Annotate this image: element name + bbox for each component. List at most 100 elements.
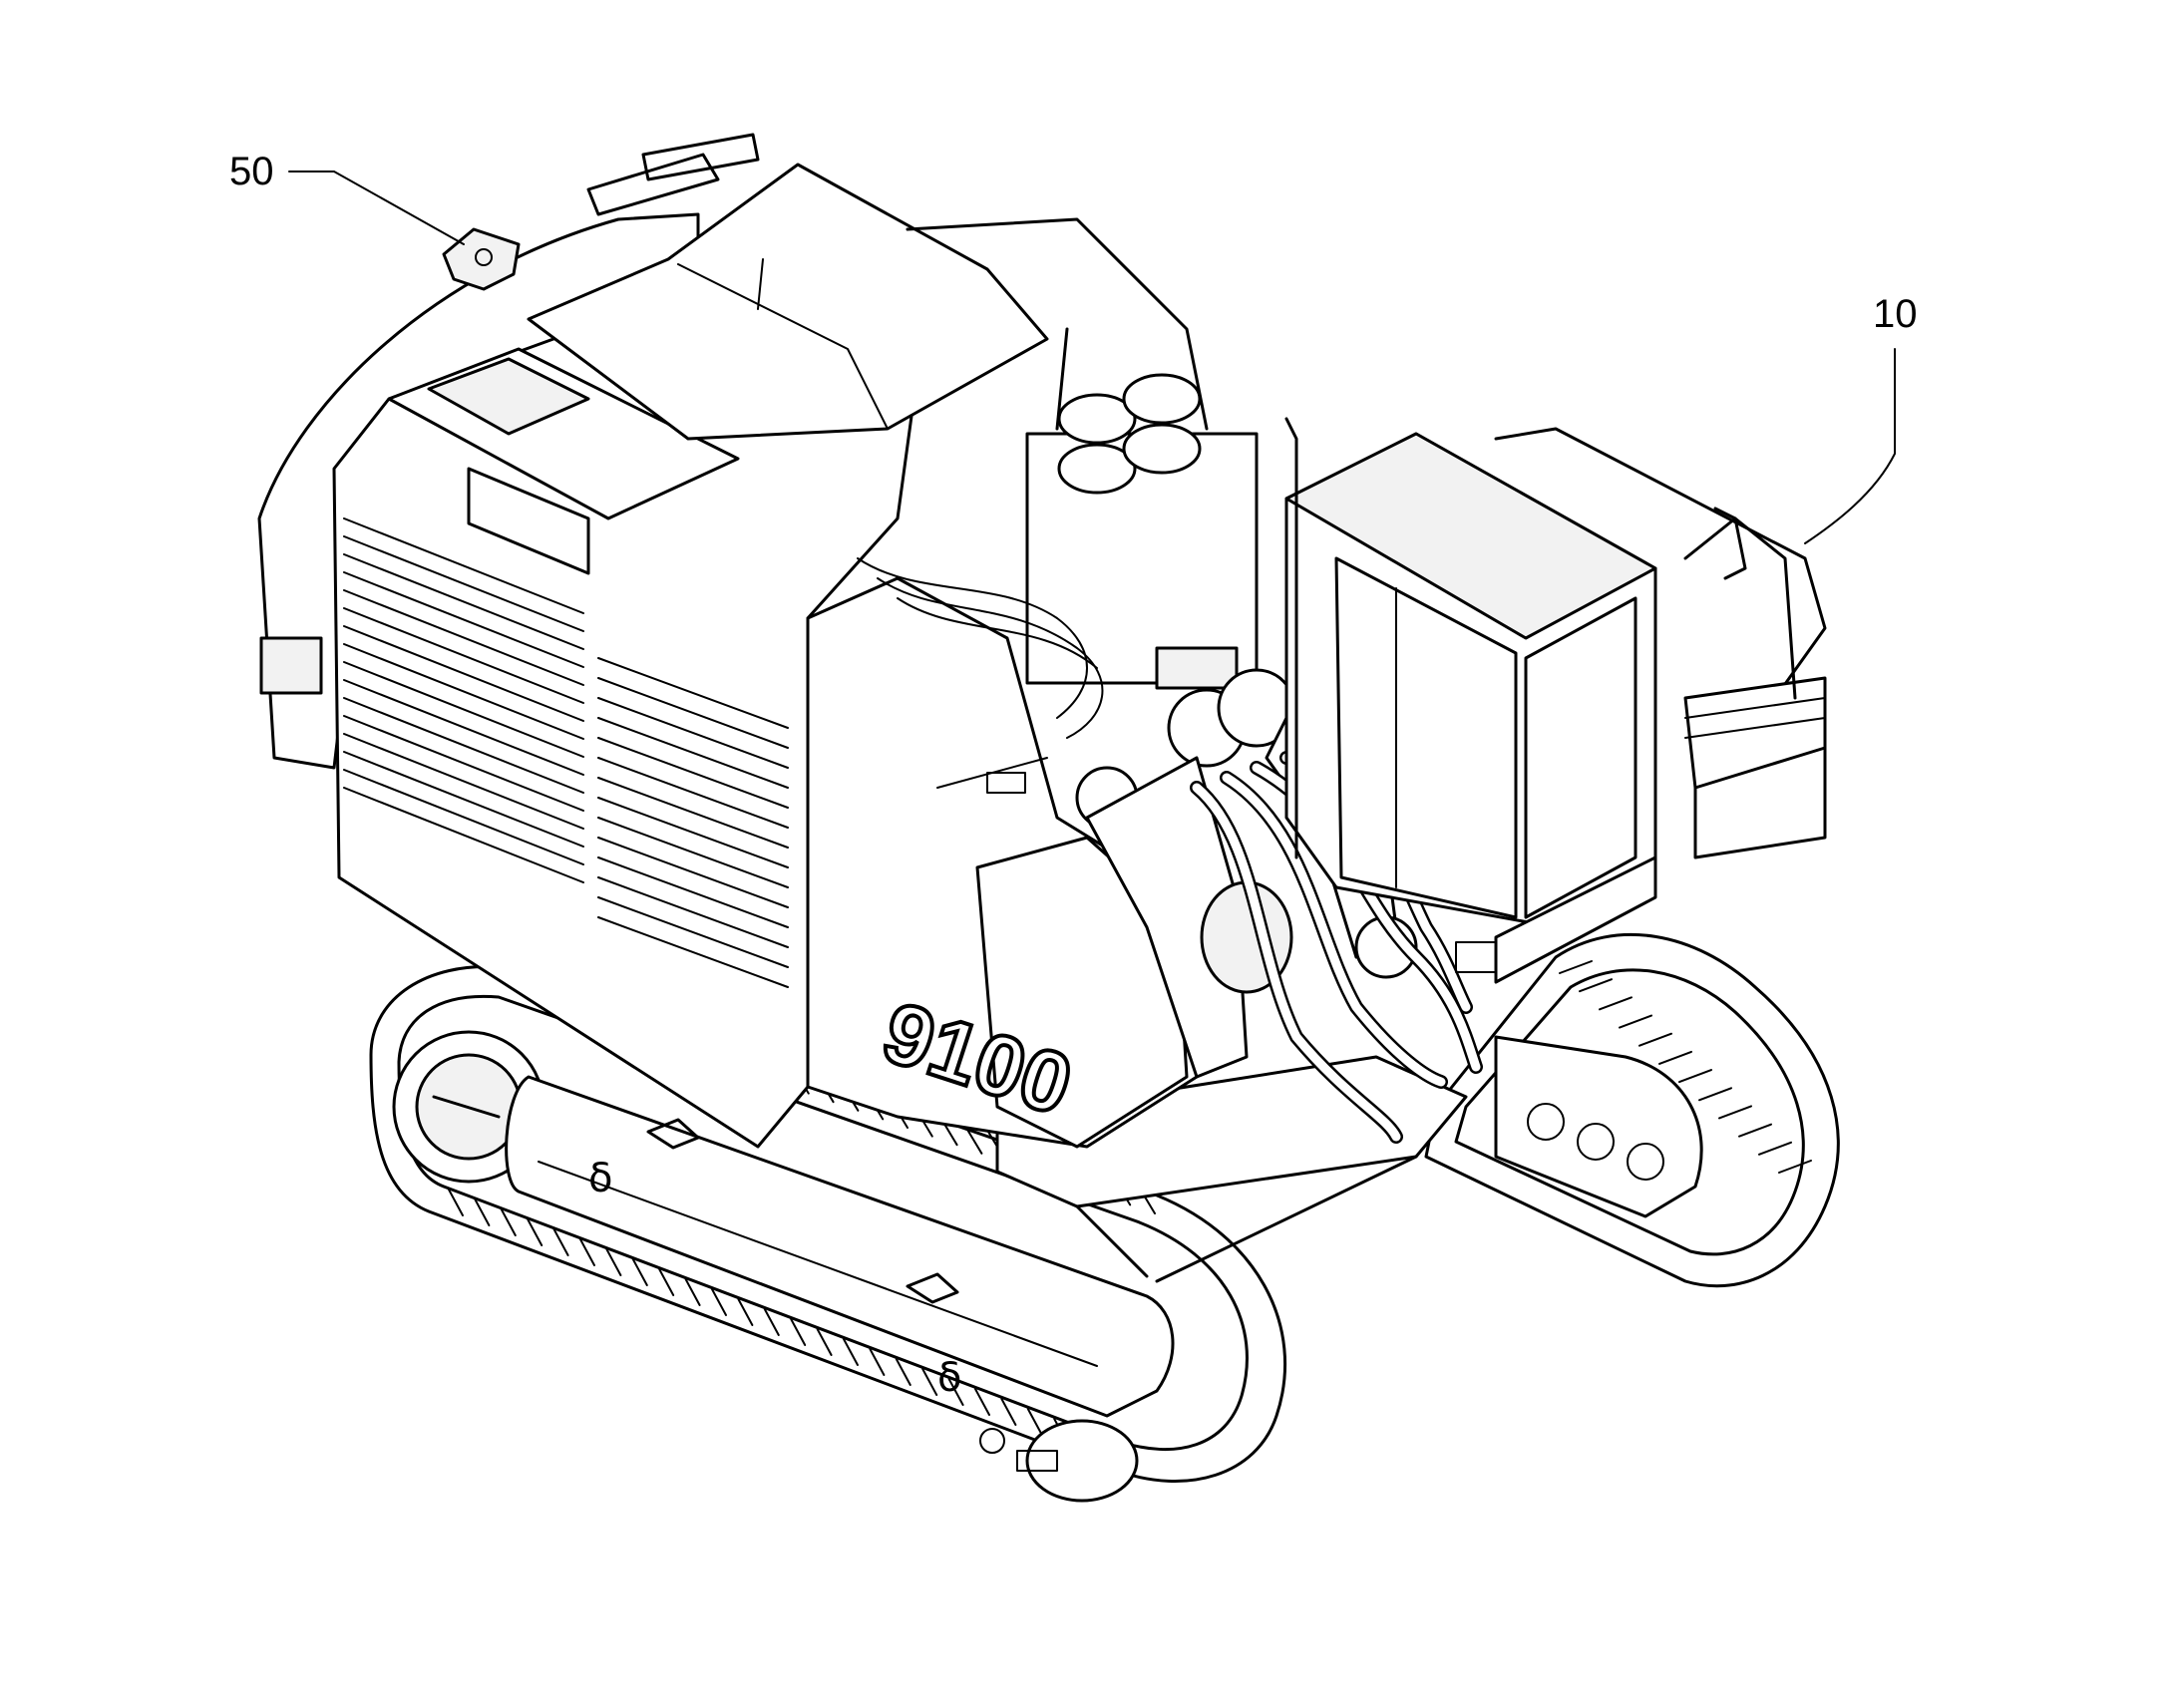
reference-10: 10 [1804, 292, 1918, 544]
carbody-leg-left [1075, 1204, 1149, 1278]
operator-cab [1284, 432, 1657, 984]
right-track-shoe [1698, 1087, 1732, 1102]
right-track-shoe [1599, 996, 1633, 1011]
right-crawler-track [1424, 932, 1840, 1288]
grille-louvre-side [597, 837, 789, 908]
grille-louvre [343, 715, 584, 812]
left-track-shoe-lower [631, 1258, 648, 1286]
rear-handrail-post [1055, 327, 1069, 431]
right-track-shoe [1778, 1160, 1812, 1174]
left-sprocket-bar [432, 1095, 501, 1119]
right-track-shoes [1559, 960, 1812, 1174]
left-frame-hole-1 [979, 1428, 1005, 1454]
left-track-shoe-lower [474, 1198, 491, 1226]
service-door [467, 467, 590, 575]
right-track-shoe [1678, 1069, 1712, 1084]
cab-base [1494, 855, 1657, 984]
pump-cap-2 [1122, 373, 1202, 425]
tank-box-edge [677, 263, 889, 430]
battery-box [975, 836, 1189, 1149]
counterweight-light [259, 636, 323, 695]
grille-louvre [343, 751, 584, 848]
left-track-shoe-lower [737, 1298, 754, 1326]
left-idler [1025, 1419, 1139, 1503]
reference-numeral-50: 50 [229, 150, 274, 193]
hydraulic-pump-group [857, 373, 1259, 739]
left-frame-stripe [538, 1161, 1098, 1367]
grille-louvre-side [597, 737, 789, 809]
left-track-shoe-lower [816, 1328, 833, 1356]
left-track-inner [397, 994, 1249, 1452]
leader-line-10 [1804, 348, 1896, 544]
right-track-shoe [1559, 960, 1593, 974]
left-track-shoe-lower [947, 1378, 964, 1406]
right-frame-hole-1 [1527, 1103, 1565, 1141]
upper-tank-box [527, 163, 1049, 441]
grille-louvre [343, 625, 584, 722]
left-track-shoe-lower [1026, 1408, 1043, 1436]
grille-louvre-side [597, 757, 789, 829]
platform-step [1693, 746, 1827, 859]
left-lift-symbol-2: ẟ [937, 1355, 961, 1401]
grille-louvre-side [597, 777, 789, 849]
left-track-shoe-lower [763, 1308, 780, 1336]
left-track-shoe-lower [684, 1278, 701, 1306]
left-track-shoe-lower [921, 1368, 938, 1396]
leader-line-50 [288, 171, 465, 245]
right-track-shoe [1619, 1014, 1652, 1029]
grille-louvre [343, 679, 584, 776]
grille-louvre-side [597, 797, 789, 868]
left-tie-down-2 [906, 1272, 959, 1304]
left-track-shoe-lower [869, 1348, 886, 1376]
right-track-shoe [1638, 1032, 1672, 1047]
cab-step-light [1455, 941, 1497, 973]
grille-louvre [343, 697, 584, 794]
left-track-shoe-lower [790, 1318, 807, 1346]
grille-louvre [343, 517, 584, 614]
tank-box-handle [757, 258, 764, 310]
exhaust-pipe-1 [586, 153, 720, 216]
cab-handrail-front [1683, 516, 1797, 700]
right-track-frame [1494, 1035, 1703, 1218]
grille-louvre-side [597, 817, 789, 888]
left-lift-symbol-1: ẟ [588, 1156, 612, 1201]
grille-louvre [343, 535, 584, 632]
upper-structure: 9100 [257, 133, 1827, 1149]
right-track-inner [1454, 968, 1805, 1256]
grille-louvre [343, 607, 584, 704]
grille-louvre [343, 571, 584, 668]
right-track-shoe [1579, 978, 1613, 993]
radiator-grille-rear [343, 517, 584, 883]
grille-louvre-side [597, 697, 789, 769]
left-track-shoe-lower [843, 1338, 859, 1366]
handrail-loop-upper [1713, 507, 1747, 580]
pump-line-2 [877, 577, 1104, 739]
grille-louvre [343, 643, 584, 740]
platform-grating-2 [1684, 717, 1826, 739]
left-track-shoe-lower [974, 1388, 990, 1416]
right-frame-hole-2 [1577, 1123, 1615, 1161]
reference-50: 50 [229, 150, 465, 245]
left-track-shoe-lower [1000, 1398, 1017, 1426]
left-track-shoe-lower [605, 1248, 622, 1276]
left-track-shoe-lower [895, 1358, 911, 1386]
right-track-shoe [1658, 1050, 1692, 1065]
grille-louvre [343, 733, 584, 830]
right-frame-hole-3 [1627, 1143, 1664, 1181]
left-track-shoe-lower [527, 1218, 544, 1246]
rear-handrail [906, 217, 1209, 431]
left-track-frame [505, 1075, 1175, 1418]
left-track-shoe-lower [552, 1228, 569, 1256]
left-track-shoe-lower [579, 1238, 595, 1266]
grille-louvre-side [597, 717, 789, 789]
hood-plate [986, 772, 1026, 794]
cab-roof [1284, 432, 1657, 640]
handrails [906, 217, 1827, 859]
pump-cap-3 [1057, 443, 1137, 495]
grille-louvre [343, 769, 584, 865]
left-track-shoe-lower [658, 1268, 675, 1296]
carbody-cross-beam [1155, 1155, 1418, 1283]
left-frame-slot [1016, 1450, 1058, 1472]
roof-hatch [427, 357, 590, 436]
